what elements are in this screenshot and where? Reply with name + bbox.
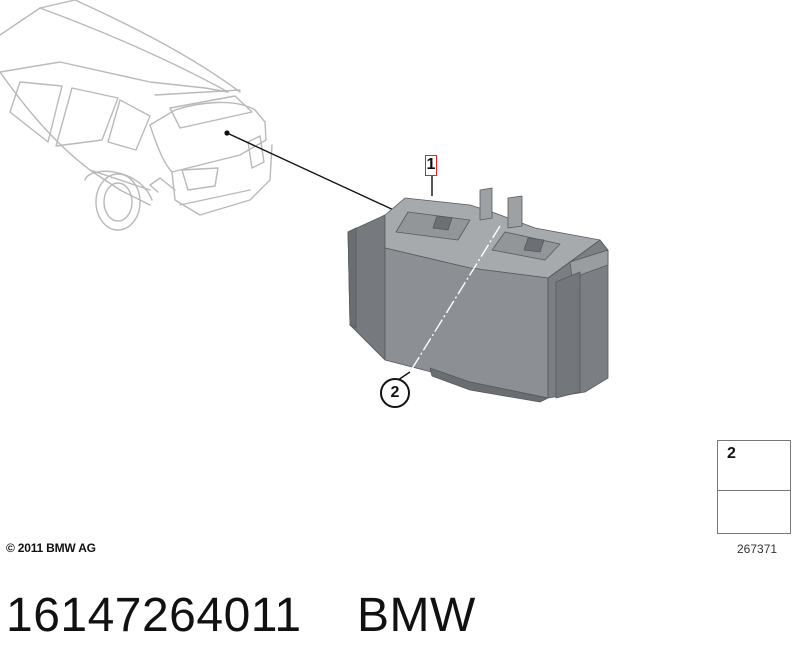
copyright-text: © 2011 BMW AG xyxy=(6,541,96,555)
callout-part-1: 1 xyxy=(425,155,437,176)
legend-box: 2 xyxy=(717,440,791,534)
legend-top-cell: 2 xyxy=(718,441,790,491)
leader-line xyxy=(226,132,399,213)
callout-part-2: 2 xyxy=(380,378,410,408)
control-unit xyxy=(347,187,609,403)
legend-ref-number: 267371 xyxy=(737,542,778,556)
legend-quantity: 2 xyxy=(727,445,736,462)
parts-diagram xyxy=(0,0,785,532)
footer-caption: 16147264011 BMW xyxy=(6,588,476,643)
part-number: 16147264011 xyxy=(6,589,302,642)
brand-name: BMW xyxy=(356,589,476,642)
car-outline xyxy=(0,0,273,231)
fastener-axis xyxy=(409,225,501,373)
